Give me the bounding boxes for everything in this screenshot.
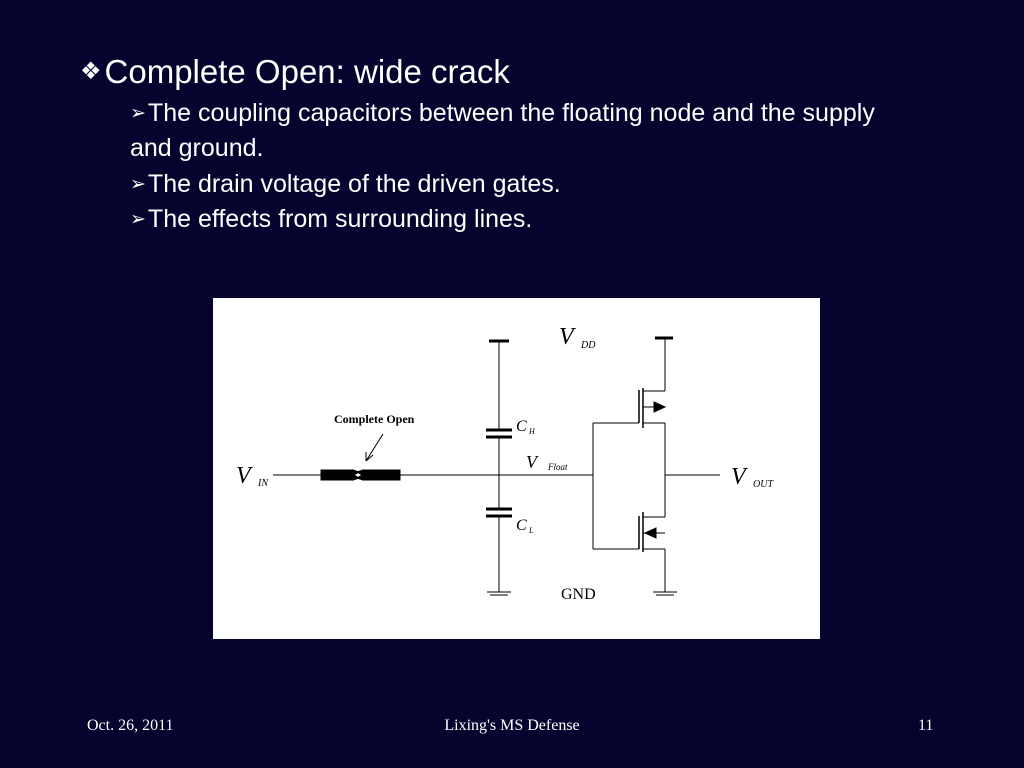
open-pointer-arrow: [365, 433, 384, 462]
open-wire-left-segment: [320, 469, 361, 481]
cl-label-subscript: L: [528, 526, 534, 535]
pmos-transistor: [593, 388, 667, 428]
footer-date: Oct. 26, 2011: [87, 717, 174, 734]
cl-label: C: [516, 517, 527, 534]
open-wire-right-segment: [355, 469, 401, 481]
vin-label-subscript: IN: [257, 478, 269, 489]
nmos-transistor: [593, 512, 665, 552]
vfloat-label: V: [526, 452, 539, 472]
title-text: Complete Open: wide crack: [104, 53, 510, 90]
vout-label-subscript: OUT: [753, 479, 774, 490]
capacitor-ch: [486, 428, 512, 439]
vin-label: V: [236, 463, 253, 489]
bullet-text: The effects from surrounding lines.: [147, 205, 533, 233]
gnd-label: GND: [561, 586, 596, 603]
bullet-text: The coupling capacitors between the floa…: [130, 99, 875, 162]
ch-label: C: [516, 418, 527, 435]
ch-label-subscript: H: [528, 427, 536, 436]
page-number: 11: [918, 717, 934, 734]
bullet-text: The drain voltage of the driven gates.: [147, 170, 561, 198]
circuit-diagram: V DD Complete Open V IN C H C L V Float …: [213, 298, 820, 639]
vfloat-label-subscript: Float: [547, 462, 568, 472]
ground-right-icon: [653, 591, 677, 596]
arrow-bullet-icon: ➢: [130, 209, 146, 230]
diamond-bullet-icon: ❖: [80, 58, 102, 85]
vout-label: V: [731, 464, 748, 490]
arrow-bullet-icon: ➢: [130, 103, 146, 124]
ground-left-icon: [487, 591, 511, 596]
bullet-item: ➢The effects from surrounding lines.: [130, 202, 890, 237]
slide-title: ❖Complete Open: wide crack: [80, 52, 510, 92]
bullet-item: ➢The drain voltage of the driven gates.: [130, 167, 890, 202]
vdd-label: V: [559, 324, 576, 350]
capacitor-cl: [486, 507, 512, 518]
footer-title: Lixing's MS Defense: [444, 717, 580, 734]
vdd-label-subscript: DD: [580, 340, 596, 351]
complete-open-label: Complete Open: [334, 412, 415, 426]
bullet-item: ➢The coupling capacitors between the flo…: [130, 96, 890, 166]
arrow-bullet-icon: ➢: [130, 174, 146, 195]
